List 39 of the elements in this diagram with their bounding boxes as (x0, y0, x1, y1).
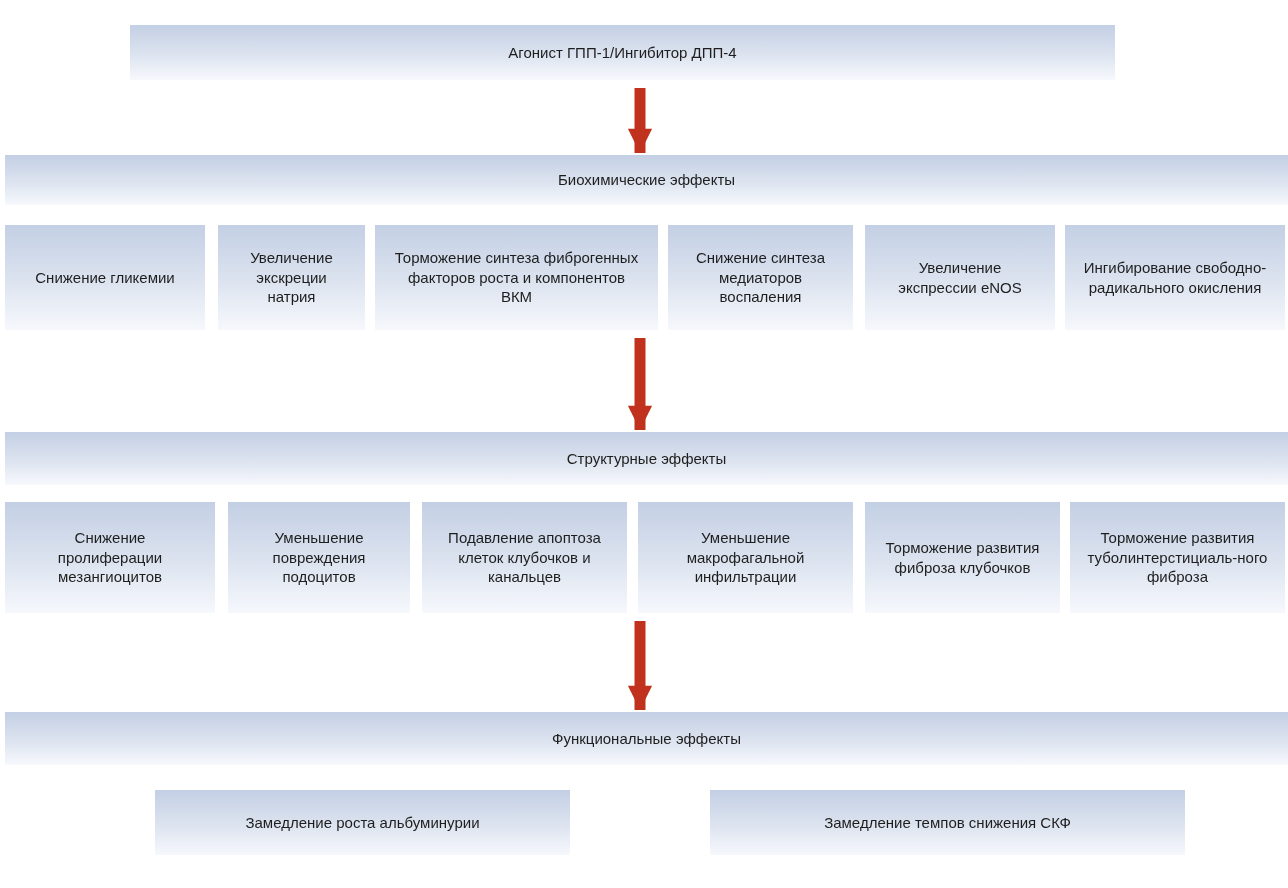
box-text: Биохимические эффекты (557, 170, 736, 190)
box-text: Торможение синтеза фиброгенных факторов роста и компонентов ВКМ (393, 248, 640, 307)
process-box (228, 502, 410, 613)
section-band (5, 155, 1288, 205)
process-box (710, 790, 1185, 855)
section-band (5, 712, 1288, 765)
box-text: Агонист ГПП-1/Ингибитор ДПП-4 (508, 42, 737, 63)
box-text: Уменьшение макрофагальной инфильтрации (685, 528, 806, 587)
box-text: Структурные эффекты (566, 448, 727, 469)
process-box (422, 502, 627, 613)
process-box (1070, 502, 1285, 613)
process-box (865, 225, 1055, 330)
box-text: Увеличение экспрессии eNOS (897, 258, 1023, 297)
box-text: Замедление темпов снижения СКФ (824, 812, 1071, 833)
process-box (668, 225, 853, 330)
box-text: Ингибирование свободно-радикального окисления (1082, 258, 1268, 297)
process-box (218, 225, 365, 330)
process-box (130, 25, 1115, 80)
box-text: Снижение гликемии (35, 267, 175, 288)
arrow (627, 621, 653, 710)
box-text: Увеличение экскреции натрия (249, 248, 334, 307)
box-text: Торможение развития фиброза клубочков (884, 538, 1041, 577)
box-text: Подавление апоптоза клеток клубочков и канальцев (447, 528, 602, 587)
box-text: Торможение развития туболинтерстициаль-ного фиброза (1086, 528, 1269, 587)
arrow (627, 88, 653, 153)
box-text: Снижение пролиферации мезангиоцитов (56, 528, 164, 587)
process-box (5, 502, 215, 613)
box-text: Снижение синтеза медиаторов воспаления (694, 248, 827, 307)
box-text: Функциональные эффекты (552, 728, 741, 749)
section-band (5, 432, 1288, 485)
process-box (155, 790, 570, 855)
process-box (375, 225, 658, 330)
box-text: Уменьшение повреждения подоцитов (271, 528, 367, 587)
process-box (5, 225, 205, 330)
box-text: Замедление роста альбуминурии (245, 812, 480, 833)
arrow (627, 338, 653, 430)
process-box (638, 502, 853, 613)
process-box (1065, 225, 1285, 330)
process-box (865, 502, 1060, 613)
